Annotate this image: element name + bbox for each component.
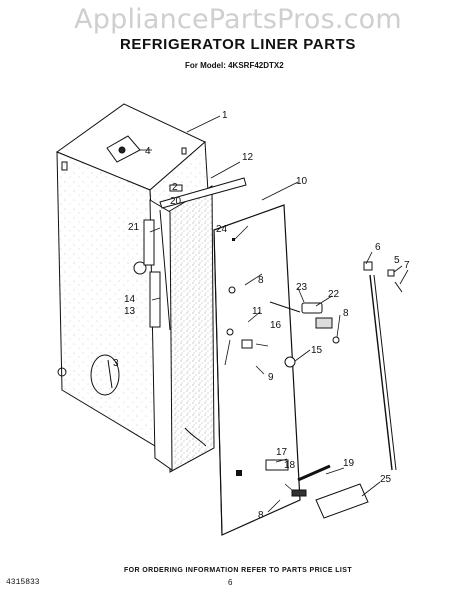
callout-18: 18 xyxy=(284,460,296,471)
callout-15: 15 xyxy=(311,345,323,356)
callout-14: 14 xyxy=(124,294,136,305)
callout-4: 4 xyxy=(145,146,151,157)
model-line: For Model: 4KSRF42DTX2 xyxy=(185,61,284,70)
callout-8-bottom: 8 xyxy=(258,510,264,521)
light-socket-assembly xyxy=(269,301,340,344)
callout-13: 13 xyxy=(124,306,136,317)
liner-panel-12 xyxy=(159,177,247,331)
callout-11: 11 xyxy=(252,306,263,317)
callout-17: 17 xyxy=(276,447,288,458)
callout-24: 24 xyxy=(216,224,228,235)
page-title: REFRIGERATOR LINER PARTS xyxy=(119,36,357,53)
leader-lines xyxy=(140,115,409,513)
callout-12: 12 xyxy=(242,152,254,163)
watermark: AppliancePartsPros.com xyxy=(74,4,402,35)
callout-23: 23 xyxy=(296,282,308,293)
callout-6: 6 xyxy=(375,242,381,253)
callout-labels: 1 2 3 4 5 6 7 8 8 8 9 10 11 12 13 14 15 … xyxy=(113,110,410,521)
callout-5: 5 xyxy=(394,255,400,266)
callout-1: 1 xyxy=(222,110,228,121)
callout-22: 22 xyxy=(328,289,340,300)
page-number: 6 xyxy=(228,578,233,587)
document-number: 4315833 xyxy=(6,578,40,587)
callout-9: 9 xyxy=(268,372,274,383)
callout-20: 20 xyxy=(170,196,182,207)
front-panel-10 xyxy=(213,204,301,536)
callout-10: 10 xyxy=(296,176,308,187)
callout-3: 3 xyxy=(113,358,119,369)
callout-2: 2 xyxy=(172,182,178,193)
door-rail-assembly xyxy=(363,261,403,471)
callout-8-right: 8 xyxy=(343,308,349,319)
callout-25: 25 xyxy=(380,474,392,485)
callout-8-top: 8 xyxy=(258,275,264,286)
callout-7: 7 xyxy=(404,260,410,271)
divider-foam-panel xyxy=(149,185,215,473)
callout-16: 16 xyxy=(270,320,282,331)
callout-21: 21 xyxy=(128,222,140,233)
callout-19: 19 xyxy=(343,458,355,469)
ordering-info-footer: FOR ORDERING INFORMATION REFER TO PARTS … xyxy=(123,567,353,574)
